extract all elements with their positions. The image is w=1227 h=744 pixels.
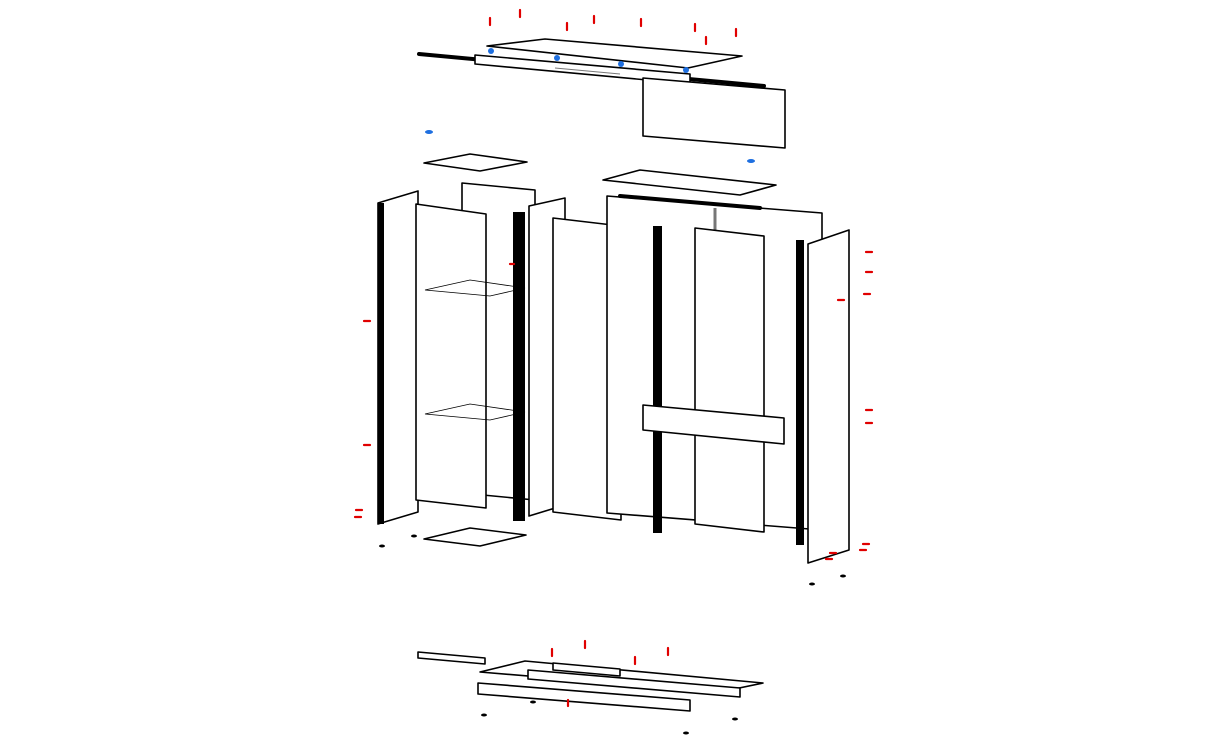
- left-section: [377, 182, 622, 525]
- drawer-rail: [642, 404, 785, 445]
- top-back-panel: [642, 77, 786, 149]
- left-door: [415, 203, 487, 509]
- top-assembly: [417, 38, 786, 149]
- base-beam: [552, 662, 621, 677]
- plinth-front: [477, 682, 691, 712]
- shelf-small-top: [423, 153, 528, 172]
- plinth-side-left: [417, 651, 486, 665]
- right-section: [606, 194, 850, 564]
- left-hinge-strip: [513, 212, 525, 521]
- base-assembly: [417, 651, 764, 712]
- shelf-large-top: [602, 169, 777, 196]
- plinth-back: [527, 669, 741, 698]
- right-hinge-strip-2: [796, 240, 804, 545]
- fasteners: [353, 8, 874, 735]
- bottom-shelf-small: [423, 527, 527, 547]
- middle-door: [552, 217, 622, 521]
- right-door: [694, 227, 765, 533]
- right-side-panel: [807, 229, 850, 564]
- top-panel: [486, 38, 743, 69]
- right-hinge-strip-1: [653, 226, 662, 533]
